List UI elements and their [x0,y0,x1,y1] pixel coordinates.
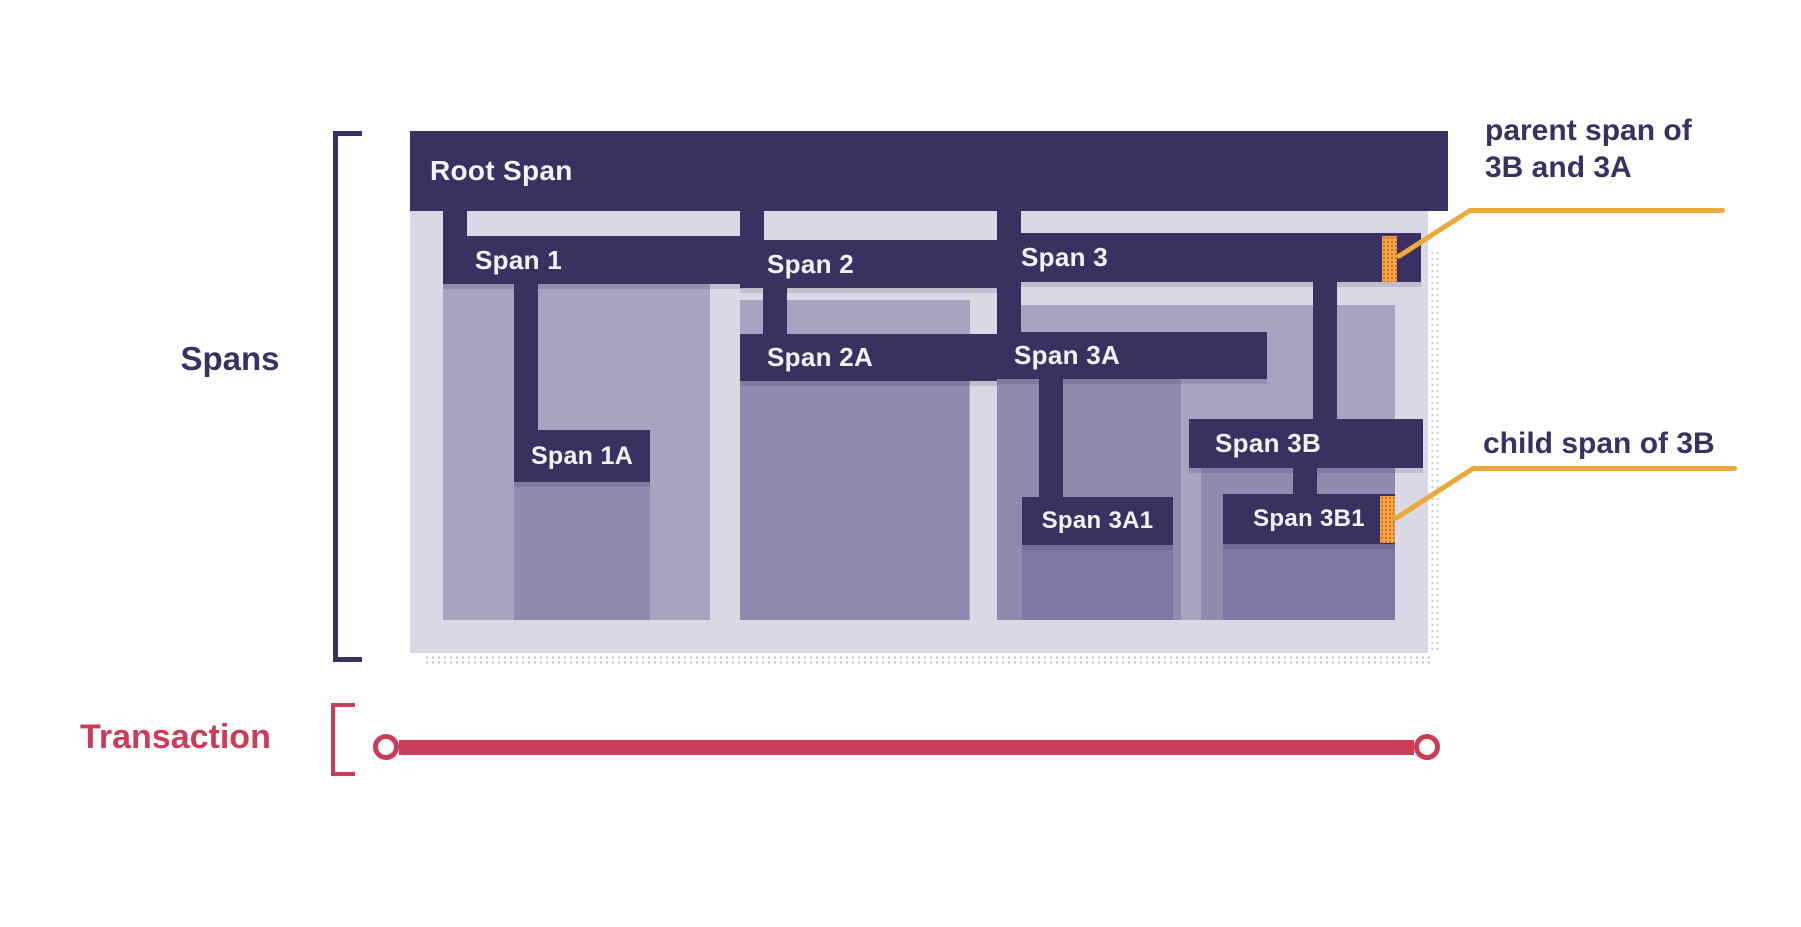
span-bar-3-label: Span 3 [1021,242,1109,272]
connector-span2-to-span2a [763,287,787,335]
halftone-shadow-right [1430,250,1439,650]
child-span-marker [1380,496,1395,543]
connector-root-to-span1 [443,210,467,237]
span-bar-2-label: Span 2 [767,248,855,279]
child-span-annotation-text: child span of 3B [1483,427,1715,460]
span-bar-3b1-label: Span 3B1 [1253,505,1365,532]
timeline-start-circle [373,734,399,760]
span-3a1-body [1022,545,1173,620]
span-bar-2a: Span 2A [740,334,997,381]
span-bar-3b: Span 3B [1189,419,1423,468]
span-bar-root: Root Span [410,131,1448,211]
span-bar-2: Span 2 [740,240,997,288]
span-bar-root-label: Root Span [430,155,573,186]
parent-span-annotation: parent span of 3B and 3A [1485,112,1692,186]
span-bar-3a1-label: Span 3A1 [1041,507,1154,534]
parent-span-annotation-line1: parent span of [1485,114,1692,147]
parent-callout-line [1467,208,1725,213]
span-bar-1-label: Span 1 [475,244,563,275]
span-bar-3b-label: Span 3B [1215,428,1322,458]
connector-span3-to-span3a [997,282,1021,333]
spans-label: Spans [180,340,280,377]
span-1a-body [514,482,650,620]
transaction-label: Transaction [80,718,271,756]
connector-span1-to-span1a [514,284,538,431]
transaction-timeline [399,740,1414,755]
span-bar-2a-label: Span 2A [767,342,874,372]
spans-bracket [333,131,362,662]
span-bar-3a1: Span 3A1 [1022,497,1173,545]
connector-root-to-span2 [740,210,764,241]
span-bar-3b1: Span 3B1 [1223,494,1395,544]
span-bar-1a-label: Span 1A [530,441,634,470]
child-callout-line [1470,466,1737,471]
span-bar-3a-label: Span 3A [1014,340,1121,370]
transaction-bracket [331,703,355,776]
connector-span3b-to-span3b1 [1293,467,1317,495]
halftone-shadow-bottom [424,655,1430,664]
parent-span-annotation-line2: 3B and 3A [1485,151,1632,184]
span-bar-1a: Span 1A [514,430,650,482]
connector-span3a-to-span3a1 [1039,378,1063,498]
timeline-end-circle [1414,734,1440,760]
connector-span3-to-span3b [1313,282,1337,420]
span-2a-body [740,381,969,620]
child-span-annotation: child span of 3B [1483,425,1715,462]
span-bar-1: Span 1 [443,236,745,284]
parent-span-marker [1382,236,1397,282]
span-3b1-body [1223,544,1395,620]
span-bar-3a: Span 3A [997,332,1267,379]
connector-root-to-span3 [997,210,1021,234]
span-bar-3: Span 3 [997,233,1421,282]
